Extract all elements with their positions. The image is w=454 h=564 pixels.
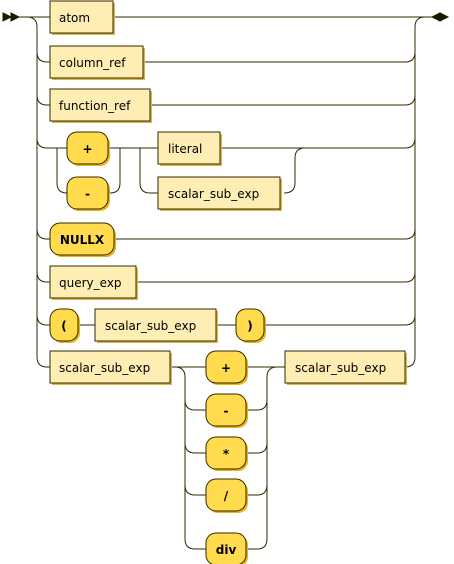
terminal-op-multiply: * (205, 436, 248, 471)
nonterminal-literal: literal (157, 131, 222, 166)
nonterminal-scalar-sub-exp-signed: scalar_sub_exp (157, 176, 282, 211)
minus-sign-label: - (85, 187, 90, 201)
nonterminal-scalar-sub-exp-paren: scalar_sub_exp (94, 308, 218, 343)
column-ref-label: column_ref (59, 56, 126, 70)
terminal-close-paren: ) (235, 308, 266, 343)
op-div-label: div (216, 543, 237, 557)
terminal-plus-sign: + (66, 131, 110, 166)
plus-sign-label: + (82, 142, 92, 156)
terminal-op-minus: - (205, 393, 248, 428)
nonterminal-function-ref: function_ref (49, 88, 152, 123)
nonterminal-scalar-sub-exp-right: scalar_sub_exp (284, 350, 407, 385)
nonterminal-column-ref: column_ref (49, 45, 145, 80)
terminal-minus-sign: - (66, 176, 110, 211)
open-paren-label: ( (61, 319, 66, 333)
nonterminal-scalar-sub-exp-left: scalar_sub_exp (49, 350, 172, 385)
query-exp-label: query_exp (59, 276, 122, 290)
scalar-sub-exp-paren-label: scalar_sub_exp (105, 319, 196, 333)
function-ref-label: function_ref (59, 99, 131, 113)
terminal-op-plus: + (205, 350, 248, 385)
nullx-label: NULLX (60, 233, 105, 247)
atom-label: atom (59, 11, 90, 25)
op-plus-label: + (221, 361, 231, 375)
start-arrows (2, 12, 21, 22)
literal-label: literal (168, 142, 202, 156)
terminal-nullx: NULLX (49, 222, 116, 257)
terminal-op-div: div (205, 532, 248, 564)
end-arrows (430, 12, 450, 22)
scalar-sub-exp-signed-label: scalar_sub_exp (168, 187, 259, 201)
op-multiply-label: * (223, 447, 230, 461)
terminal-op-divide: / (205, 478, 248, 513)
op-divide-label: / (224, 489, 229, 503)
close-paren-label: ) (247, 319, 252, 333)
op-minus-label: - (224, 404, 229, 418)
nonterminal-query-exp: query_exp (49, 265, 138, 300)
scalar-sub-exp-left-label: scalar_sub_exp (59, 361, 150, 375)
nonterminal-atom: atom (49, 0, 115, 35)
scalar-sub-exp-right-label: scalar_sub_exp (295, 361, 386, 375)
terminal-open-paren: ( (49, 308, 80, 343)
